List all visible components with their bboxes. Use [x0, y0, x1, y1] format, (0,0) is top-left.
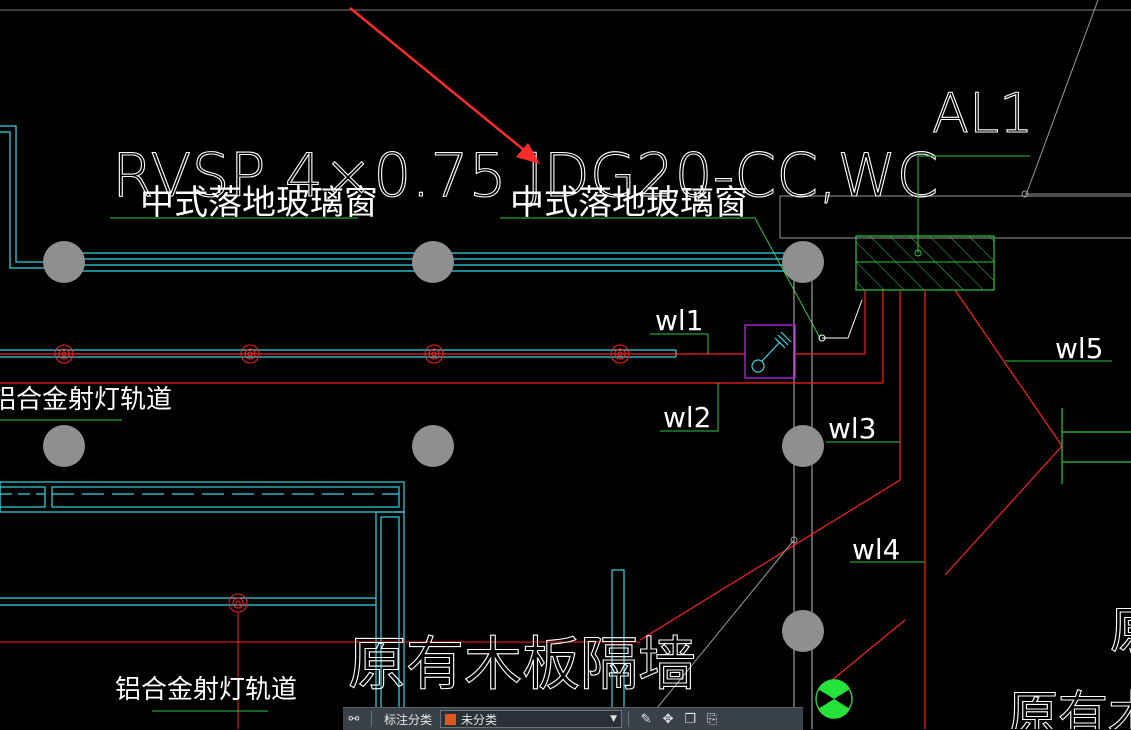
circuit-wire-wl3-diagonal: [639, 479, 901, 641]
panel-leader-node: [914, 249, 922, 257]
column: [43, 241, 85, 283]
edit-icon[interactable]: ✎: [640, 711, 652, 727]
circuit-label-wl5: wl5: [1055, 332, 1104, 365]
spotlight-icon: [228, 593, 248, 613]
annotation-tools-icon[interactable]: ⚯: [348, 711, 360, 727]
spotlight-icon: [610, 344, 630, 364]
track-label-bottom: 铝合金射灯轨道: [115, 675, 297, 705]
circuit-wire-wl4: [819, 619, 906, 691]
window-label-left: 中式落地玻璃窗: [140, 183, 378, 223]
column: [412, 425, 454, 467]
category-color-swatch: [445, 713, 457, 725]
chevron-down-icon: ▼: [610, 714, 618, 724]
toolbar-separator: [371, 711, 372, 727]
wall-label-main: 原有木板隔墙: [348, 630, 696, 698]
spotlight-icon: [424, 344, 444, 364]
circuit-label-wl3: wl3: [828, 412, 877, 445]
circuit-wire-wl5-upper: [954, 289, 1063, 447]
annotation-arrow[interactable]: [349, 7, 540, 164]
column: [782, 425, 824, 467]
spotlight-fixtures-upper: [54, 344, 630, 364]
wall-label-right: 原有木: [1008, 686, 1131, 729]
column: [412, 241, 454, 283]
spotlight-fixtures-lower: [228, 593, 248, 613]
switch-icon: [751, 331, 792, 373]
spotlight-icon: [240, 344, 260, 364]
left-wall-outline: [0, 125, 52, 269]
wall-label-right-partial: 原: [1110, 602, 1131, 660]
right-column-lines: [793, 280, 813, 729]
category-value: 未分类: [461, 712, 498, 727]
window-label-right: 中式落地玻璃窗: [510, 183, 748, 223]
circuit-label-wl1-leader: [650, 333, 709, 354]
window-leader-line: [754, 217, 821, 339]
switch-leader-node: [818, 334, 826, 342]
column: [782, 610, 824, 652]
spotlight-icon: [54, 344, 74, 364]
gray-diagonal-line: [639, 539, 795, 729]
panel-feeder-lines: [899, 290, 926, 729]
category-label: 标注分类: [384, 712, 433, 727]
circuit-label-wl2-leader: [660, 383, 719, 432]
structural-columns: [43, 241, 824, 652]
right-fixture-bracket: [1061, 408, 1131, 484]
exhaust-fan-icon: [815, 679, 853, 719]
column: [43, 425, 85, 467]
category-select[interactable]: 未分类 ▼: [440, 710, 623, 728]
annotation-toolbar: ⚯ 标注分类 未分类 ▼ ✎ ✥ ❐ ⎘: [343, 707, 803, 730]
distribution-panel-AL1[interactable]: [855, 235, 995, 291]
circuit-label-wl1: wl1: [655, 304, 704, 337]
move-icon[interactable]: ✥: [662, 711, 674, 727]
circuit-wire-wl5-lower: [944, 445, 1063, 576]
partition-wall-outlines: [0, 481, 625, 729]
circuit-label-wl2: wl2: [663, 401, 712, 434]
leader-line-diagonal: [1025, 0, 1099, 196]
toolbar-separator: [628, 711, 630, 727]
switch-leader-line: [822, 299, 863, 339]
switch-box[interactable]: [744, 324, 796, 379]
column: [782, 241, 824, 283]
paste-icon[interactable]: ⎘: [706, 711, 718, 727]
gray-diagonal-node: [790, 536, 798, 544]
circuit-label-wl4: wl4: [852, 533, 901, 566]
track-label-top: 铝合金射灯轨道: [0, 385, 172, 415]
copy-icon[interactable]: ❐: [684, 711, 696, 727]
panel-id-label: AL1: [932, 82, 1033, 145]
